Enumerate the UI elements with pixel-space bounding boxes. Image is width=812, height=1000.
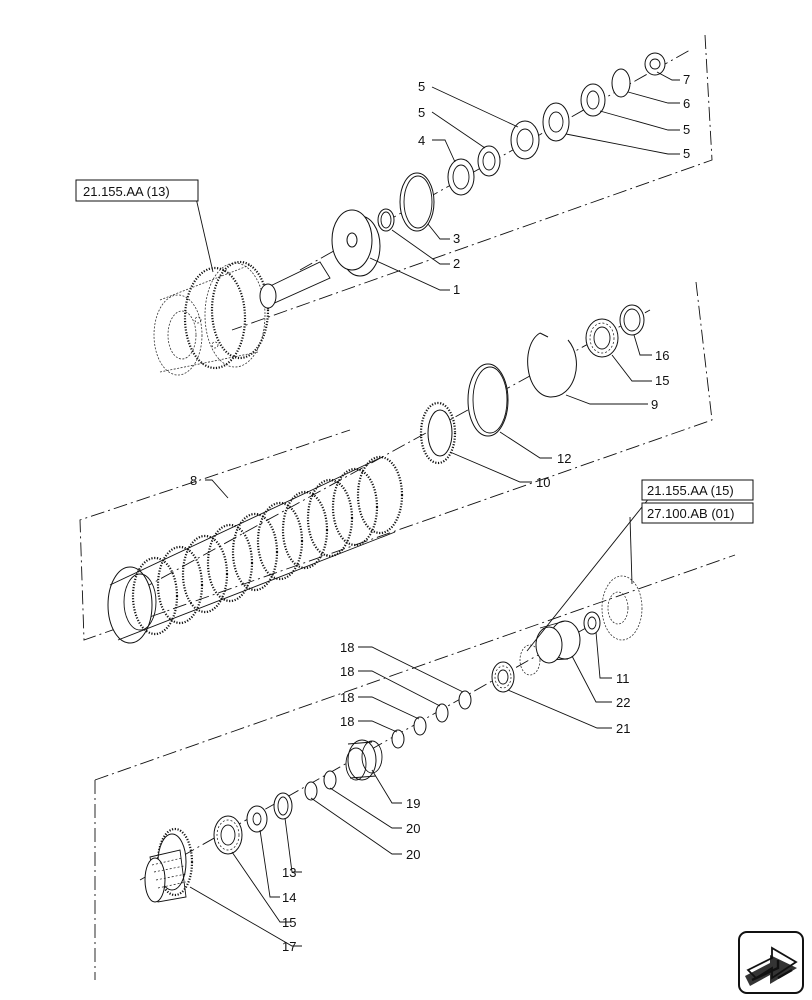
callout-1: 1 [453, 282, 460, 297]
callout-6: 6 [683, 96, 690, 111]
callout-16: 16 [655, 348, 669, 363]
reference-label: 27.100.AB (01) [647, 506, 734, 521]
callout-11: 11 [616, 671, 630, 686]
callout-18: 18 [340, 690, 354, 705]
part-20-ring-1 [304, 781, 318, 801]
callout-17: 17 [282, 939, 296, 954]
part-10-toothed-ring [419, 401, 457, 465]
callout-22: 22 [616, 695, 630, 710]
reference-link-27100ab-01[interactable]: 27.100.AB (01) [641, 502, 754, 524]
part-20-ring-2 [323, 770, 337, 790]
part-18-ring-1 [391, 729, 405, 749]
next-page-button[interactable] [738, 931, 804, 994]
part-1-piston [331, 209, 381, 277]
part-5-washer-3 [542, 102, 570, 142]
part-8-clutch-disc-pack [107, 455, 404, 644]
part-9-circlip [527, 332, 577, 398]
part-15-bearing-bottom [213, 815, 243, 855]
callout-3: 3 [453, 231, 460, 246]
part-7-washer [644, 52, 666, 76]
callout-21: 21 [616, 721, 630, 736]
callout-5: 5 [683, 122, 690, 137]
reference-label: 21.155.AA (15) [647, 483, 734, 498]
part-18-ring-4 [458, 690, 472, 710]
callout-15: 15 [655, 373, 669, 388]
referenced-bearing-ghost [519, 644, 541, 676]
callout-15: 15 [282, 915, 296, 930]
group-boundary-middle [79, 281, 713, 641]
part-15-bearing [585, 318, 619, 358]
callout-14: 14 [282, 890, 296, 905]
callout-10: 10 [536, 475, 550, 490]
part-6-snap-ring [611, 68, 631, 98]
callout-7: 7 [683, 72, 690, 87]
part-5-washer-4 [580, 83, 606, 117]
referenced-gear-ghost [601, 575, 643, 641]
callout-9: 9 [651, 397, 658, 412]
group-boundary-bottom [94, 554, 736, 980]
part-18-ring-2 [413, 716, 427, 736]
part-5-washer-2 [510, 120, 540, 160]
reference-link-21155aa-15[interactable]: 21.155.AA (15) [641, 479, 754, 501]
leader-lines [189, 71, 680, 947]
callout-5: 5 [418, 105, 425, 120]
callout-13: 13 [282, 865, 296, 880]
callout-5: 5 [683, 146, 690, 161]
part-22-sleeve [535, 620, 581, 664]
callout-20: 20 [406, 821, 420, 836]
callout-20: 20 [406, 847, 420, 862]
callout-18: 18 [340, 640, 354, 655]
part-3-circlip [399, 172, 435, 232]
part-4-bearing [447, 158, 475, 196]
next-page-arrow-icon [745, 946, 798, 986]
part-11-nut [583, 611, 601, 635]
part-21-bearing [491, 661, 515, 693]
reference-link-21155aa-13[interactable]: 21.155.AA (13) [75, 179, 199, 202]
callout-19: 19 [406, 796, 420, 811]
part-12-ring [467, 363, 509, 437]
part-19-sleeve [345, 739, 383, 781]
part-18-ring-3 [435, 703, 449, 723]
part-14-washer [246, 805, 268, 833]
part-13-washer [273, 792, 293, 820]
callout-18: 18 [340, 714, 354, 729]
callout-18: 18 [340, 664, 354, 679]
callout-8: 8 [190, 473, 197, 488]
callout-12: 12 [557, 451, 571, 466]
callout-4: 4 [418, 133, 425, 148]
callout-5: 5 [418, 79, 425, 94]
callout-labels: 7 6 5 5 5 5 4 3 2 1 16 15 9 12 10 8 11 2… [190, 72, 690, 954]
clutch-housing-assembly [153, 260, 331, 376]
part-17-gear-shaft [144, 827, 194, 903]
group-boundary-top [231, 34, 713, 331]
reference-label: 21.155.AA (13) [83, 184, 170, 199]
callout-2: 2 [453, 256, 460, 271]
part-16-washer [619, 304, 645, 336]
part-5-washer-1 [477, 145, 501, 177]
